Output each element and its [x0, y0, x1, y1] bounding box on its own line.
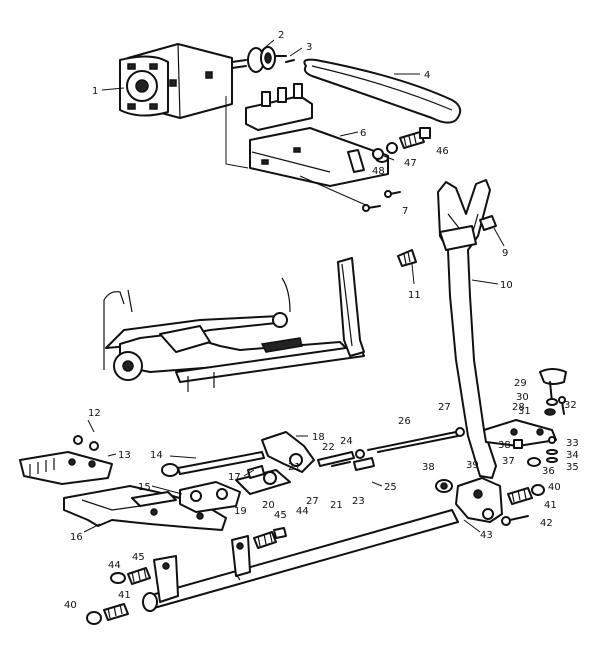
callout-28: 28: [512, 402, 525, 413]
callout-23: 23: [352, 496, 365, 507]
shaft-springs: [86, 527, 287, 625]
callout-18: 18: [312, 432, 325, 443]
motor-screws: [372, 127, 431, 163]
callout-39: 39: [466, 460, 479, 471]
lift-lever-plate: [63, 485, 227, 531]
callout-labels: 1 2 3 4 6 48 47 46 7 9 10 11 12 13 14 15…: [64, 30, 579, 611]
callout-37: 37: [502, 456, 515, 467]
callout-14: 14: [150, 450, 163, 461]
presser-bar-lifter: [19, 435, 113, 485]
callout-47: 47: [404, 158, 417, 169]
callout-17: 17: [228, 472, 241, 483]
callout-2: 2: [278, 30, 284, 41]
callout-20: 20: [262, 500, 275, 511]
callout-38b: 38: [422, 462, 435, 473]
callout-10: 10: [500, 280, 513, 291]
callout-30: 30: [516, 392, 529, 403]
callout-35: 35: [566, 462, 579, 473]
callout-43: 43: [480, 530, 493, 541]
callout-33: 33: [566, 438, 579, 449]
machine-head-outline: [103, 257, 365, 392]
callout-44: 44: [296, 506, 309, 517]
callout-9: 9: [502, 248, 508, 259]
lift-shaft: [142, 509, 459, 612]
callout-1: 1: [92, 86, 98, 97]
callout-42: 42: [540, 518, 553, 529]
callout-46: 46: [436, 146, 449, 157]
callout-16: 16: [70, 532, 83, 543]
callout-29: 29: [514, 378, 527, 389]
motor-pulley: [247, 46, 295, 73]
bracket-screws: [299, 175, 401, 212]
callout-21b: 21: [330, 500, 343, 511]
callout-6: 6: [360, 128, 366, 139]
callout-41: 41: [544, 500, 557, 511]
callout-31: 31: [518, 406, 531, 417]
callout-38: 38: [498, 440, 511, 451]
callout-25: 25: [384, 482, 397, 493]
callout-21: 21: [288, 462, 301, 473]
callout-12: 12: [88, 408, 101, 419]
callout-4: 4: [424, 70, 430, 81]
callout-45b: 45: [132, 552, 145, 563]
callout-48: 48: [372, 166, 385, 177]
callout-22: 22: [322, 442, 335, 453]
bracket-spring: [501, 484, 545, 526]
connecting-links: [179, 465, 291, 513]
motor: [119, 43, 247, 119]
callout-11: 11: [408, 290, 421, 301]
callout-15: 15: [138, 482, 151, 493]
callout-24: 24: [340, 436, 353, 447]
drive-belt: [303, 58, 462, 124]
callout-44b: 44: [108, 560, 121, 571]
link-pins: [317, 449, 375, 471]
callout-36: 36: [542, 466, 555, 477]
callout-19: 19: [234, 506, 247, 517]
lift-rod: [161, 451, 265, 477]
callout-40b: 40: [64, 600, 77, 611]
callout-13: 13: [118, 450, 131, 461]
plate-screws: [513, 396, 566, 467]
callout-32: 32: [564, 400, 577, 411]
motor-bracket: [225, 83, 389, 187]
callout-27b: 27: [306, 496, 319, 507]
pivot-bracket: [435, 477, 503, 523]
lever-spring: [397, 249, 417, 267]
cable: [367, 427, 465, 453]
callout-45: 45: [274, 510, 287, 521]
lift-crank: [261, 431, 315, 473]
callout-34: 34: [566, 450, 579, 461]
callout-40: 40: [548, 482, 561, 493]
lever-plate: [483, 368, 567, 447]
callout-27: 27: [438, 402, 451, 413]
callout-3: 3: [306, 42, 312, 53]
callout-26: 26: [398, 416, 411, 427]
callout-41b: 41: [118, 590, 131, 601]
knee-lever: [437, 179, 497, 479]
callout-7: 7: [402, 206, 408, 217]
